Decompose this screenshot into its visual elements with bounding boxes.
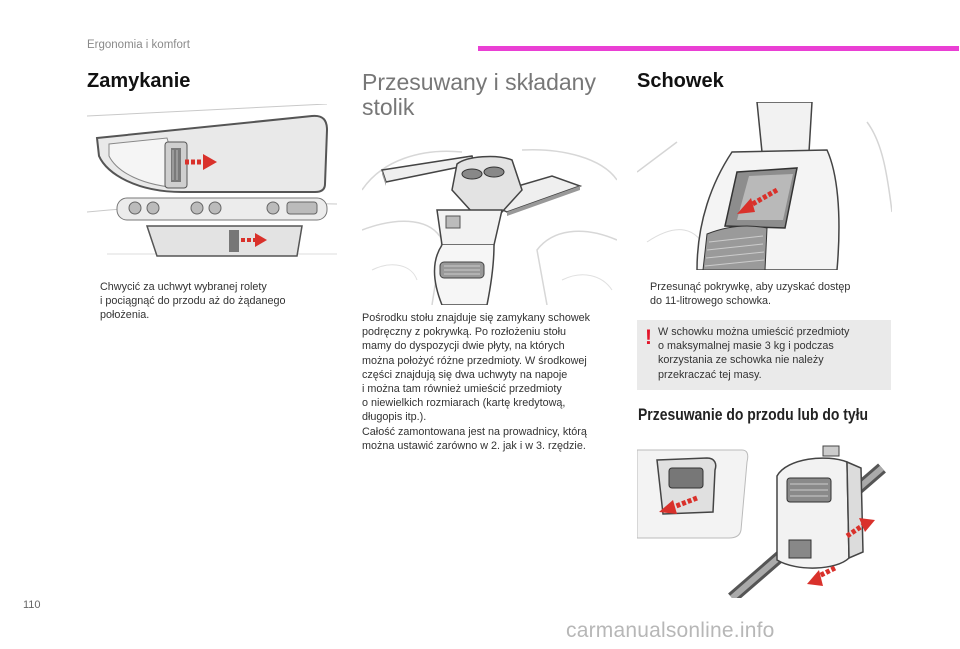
bullet-text-line: do 11-litrowego schowka. xyxy=(650,295,772,308)
bullet-text-line: Chwycić za uchwyt wybranej rolety xyxy=(100,281,267,293)
illustration-storage-box xyxy=(637,102,892,270)
paragraph-line: Całość zamontowana jest na prowadnicy, k… xyxy=(362,425,587,438)
section-title: Ergonomia i komfort xyxy=(87,39,190,51)
warning-line: korzystania ze schowka nie należy xyxy=(658,354,824,367)
warning-line: W schowku można umieścić przedmioty xyxy=(658,326,850,338)
paragraph-line: mamy do dyspozycji dwie płyty, na któryc… xyxy=(362,340,565,353)
page-number: 110 xyxy=(23,599,41,611)
illustration-roof-blinds xyxy=(87,104,342,264)
bullet-zamykanie: Chwycić za uchwyt wybranej rolety i poci… xyxy=(88,280,338,323)
warning-line: o maksymalnej masie 3 kg i podczas xyxy=(658,340,834,353)
paragraph-stolik: Pośrodku stołu znajduje się zamykany sch… xyxy=(362,311,622,453)
bullet-text-line: położenia. xyxy=(100,309,150,322)
illustration-slide-console xyxy=(637,440,892,598)
section-accent-bar xyxy=(478,46,959,51)
bullet-text-line: Przesunąć pokrywkę, aby uzyskać dostęp xyxy=(650,281,851,293)
paragraph-line: Pośrodku stołu znajduje się zamykany sch… xyxy=(362,312,591,324)
illustration-sliding-table xyxy=(362,120,617,305)
bullet-text-line: i pociągnąć do przodu aż do żądanego xyxy=(100,295,286,308)
paragraph-line: można ustawić zarówno w 2. jak i w 3. rz… xyxy=(362,439,586,452)
paragraph-line: i można tam również umieścić przedmioty xyxy=(362,383,562,396)
heading-zamykanie: Zamykanie xyxy=(87,70,191,92)
paragraph-line: długopis itp.). xyxy=(362,411,427,424)
warning-icon: ! xyxy=(645,326,652,349)
heading-schowek: Schowek xyxy=(637,70,724,92)
heading-stolik: Przesuwany i składany stolik xyxy=(362,70,596,120)
heading-line: Przesuwany i składany xyxy=(362,69,596,95)
warning-text: W schowku można umieścić przedmioty o ma… xyxy=(658,325,882,382)
warning-box: ! W schowku można umieścić przedmioty o … xyxy=(637,320,891,390)
bullet-icon xyxy=(88,280,100,294)
bullet-icon xyxy=(638,280,650,294)
paragraph-line: o niewielkich rozmiarach (kartę kredytow… xyxy=(362,397,566,410)
paragraph-line: podręczny z pokrywką. Po rozłożeniu stoł… xyxy=(362,326,567,339)
heading-line: stolik xyxy=(362,94,415,120)
paragraph-line: części znajdują się dwa uchwyty na napoj… xyxy=(362,368,568,381)
watermark: carmanualsonline.info xyxy=(566,619,775,642)
subheading-przesuwanie: Przesuwanie do przodu lub do tyłu xyxy=(638,405,869,424)
paragraph-line: można położyć różne przedmioty. W środko… xyxy=(362,354,587,367)
warning-line: przekraczać tej masy. xyxy=(658,368,762,381)
bullet-schowek: Przesunąć pokrywkę, aby uzyskać dostęp d… xyxy=(638,280,893,308)
